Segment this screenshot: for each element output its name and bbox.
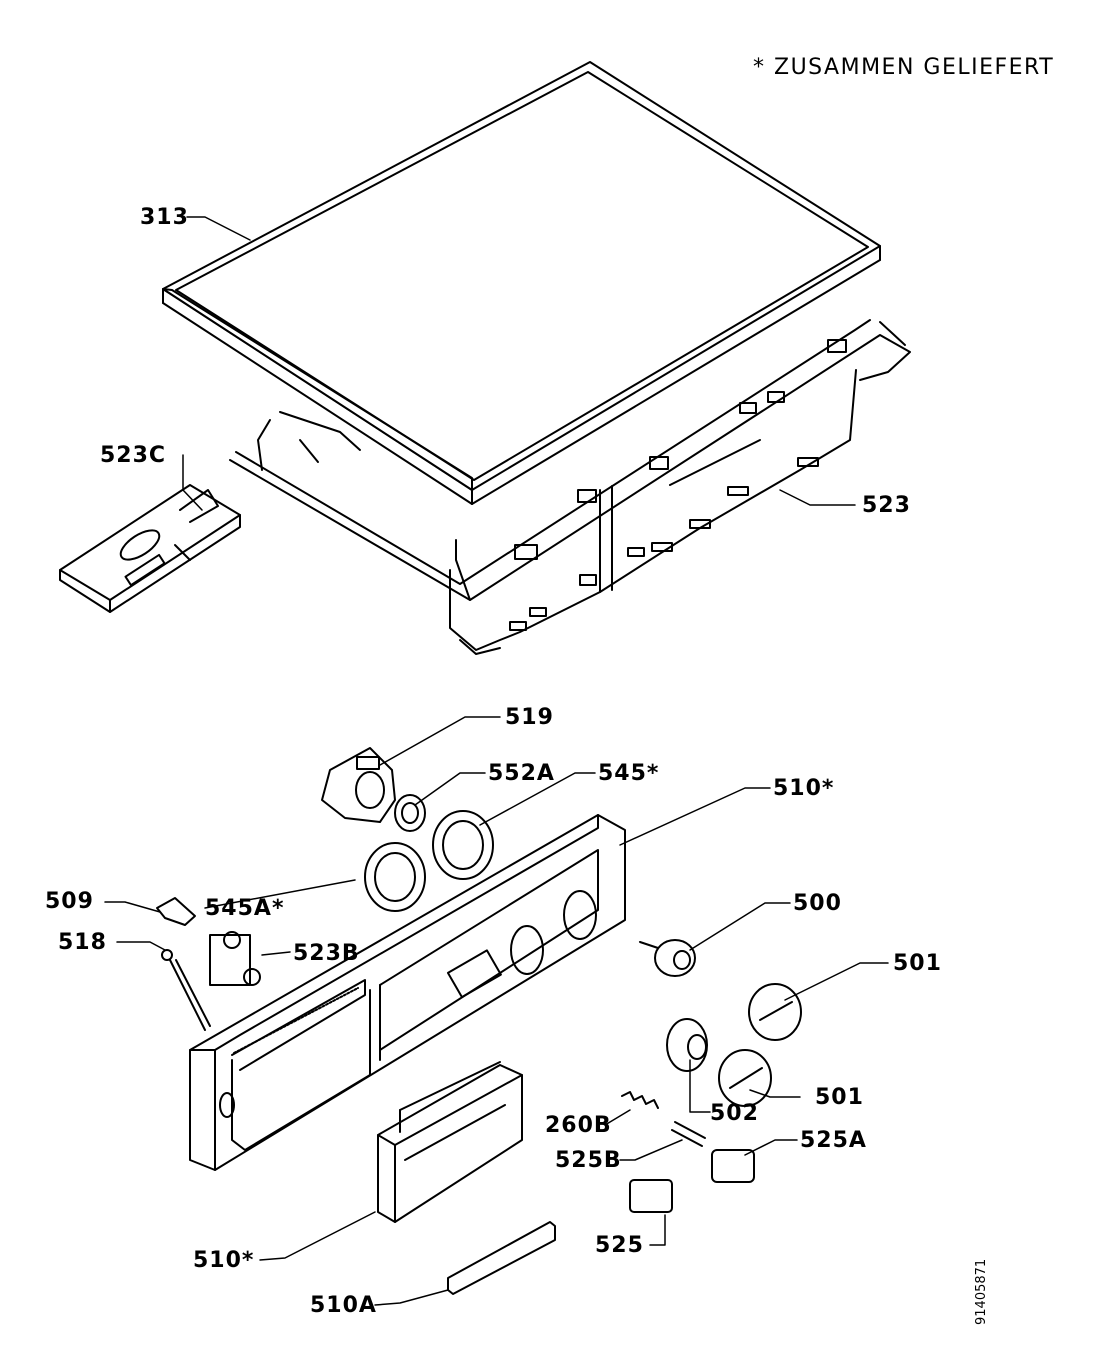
part-label-545A: 545A*	[205, 896, 285, 921]
dispenser-drawer-510	[377, 1061, 523, 1223]
latch-523B	[209, 931, 261, 986]
knob-545	[432, 810, 494, 880]
part-label-510-bottom: 510*	[193, 1248, 255, 1273]
part-label-260B: 260B	[545, 1113, 612, 1138]
part-label-509: 509	[45, 889, 94, 914]
knob-501-lower	[718, 1049, 772, 1107]
pin-518	[161, 949, 211, 1031]
part-label-525B: 525B	[555, 1148, 622, 1173]
note-supplied-together: * ZUSAMMEN GELIEFERT	[753, 55, 1055, 80]
frame-523	[229, 319, 911, 655]
part-label-523B: 523B	[293, 941, 360, 966]
label-strip-510A	[447, 1221, 556, 1295]
part-label-500: 500	[793, 891, 842, 916]
bracket-523C	[59, 484, 241, 613]
spring-260B	[621, 1091, 659, 1109]
knob-545A	[364, 842, 426, 912]
part-label-501-bottom: 501	[815, 1085, 864, 1110]
knob-housing-519	[321, 747, 396, 823]
part-label-545: 545*	[598, 761, 660, 786]
leader-lines	[104, 216, 889, 1306]
selector-502	[666, 1018, 708, 1072]
button-525	[629, 1179, 673, 1213]
part-label-523C: 523C	[100, 443, 167, 468]
part-label-525: 525	[595, 1233, 644, 1258]
part-label-510-top: 510*	[773, 776, 835, 801]
part-label-523: 523	[862, 493, 911, 518]
part-label-501-top: 501	[893, 951, 942, 976]
knob-501-upper	[748, 983, 802, 1041]
top-cover-313	[162, 61, 881, 505]
part-label-510A: 510A	[310, 1293, 377, 1318]
control-panel-510	[189, 814, 626, 1171]
pushrod-525B	[671, 1121, 706, 1147]
document-number: 91405871	[974, 1258, 989, 1325]
knob-500	[639, 939, 696, 977]
part-label-552A: 552A	[488, 761, 555, 786]
part-label-313: 313	[140, 205, 189, 230]
part-label-518: 518	[58, 930, 107, 955]
clip-509	[156, 897, 196, 926]
button-525A	[711, 1149, 755, 1183]
part-label-525A: 525A	[800, 1128, 867, 1153]
part-label-519: 519	[505, 705, 554, 730]
part-label-502: 502	[710, 1101, 759, 1126]
